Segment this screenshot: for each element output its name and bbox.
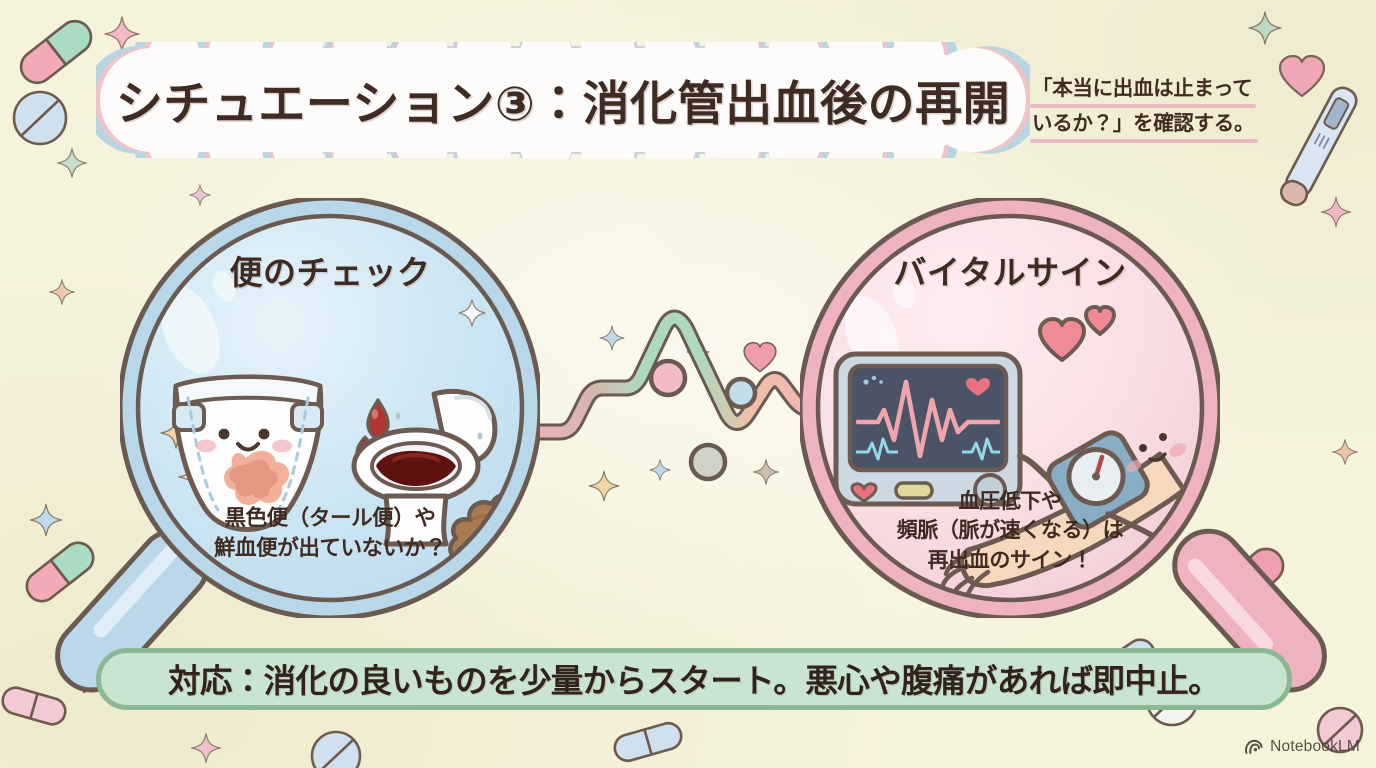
note-line-1: 「本当に出血は止まって — [1029, 72, 1257, 109]
connector-node — [648, 358, 688, 398]
panel-body-line-3: 再出血のサイン！ — [927, 549, 1093, 573]
page-title: シチュエーション③：消化管出血後の再開 — [115, 76, 1011, 130]
lens-highlight — [160, 286, 220, 374]
connector-node — [688, 442, 728, 482]
thermometer-icon — [1279, 86, 1358, 207]
title-banner: シチュエーション③：消化管出血後の再開 — [83, 20, 1043, 180]
watermark-label: NotebookLM — [1270, 738, 1360, 755]
notebooklm-logo-icon — [1245, 739, 1263, 754]
magnifier-vital-signs: バイタルサイン 血圧低下や 頻脈（脈が速くなる）は 再出血のサイン！ — [800, 198, 1220, 618]
confirmation-note: 「本当に出血は止まって いるか？」を確認する。 — [1029, 72, 1284, 144]
lens-highlight — [892, 279, 916, 309]
heart-icon — [1038, 305, 1116, 362]
panel-body-line-1: 血圧低下や — [958, 489, 1062, 513]
lens-rim-right — [800, 198, 1220, 618]
panel-heading-stool: 便のチェック — [229, 254, 431, 291]
magnifier-handle-left — [55, 528, 210, 693]
panel-body-line-1: 黒色便（タール便）や — [224, 505, 436, 530]
vital-monitor-icon — [833, 351, 1023, 507]
note-line-2: いるか？」を確認する。 — [1029, 107, 1259, 144]
magnifier-handle-right — [1172, 528, 1327, 693]
magnifier-stool-check: 便のチェック 黒色便（タール便）や 鮮血便が出ていないか？ — [120, 198, 540, 618]
lens-rim-left — [120, 198, 540, 618]
watermark: NotebookLM — [1244, 738, 1360, 756]
panel-body-line-2: 鮮血便が出ていないか？ — [213, 536, 447, 561]
action-banner-text: 対応：消化の良いものを少量からスタート。悪心や腹痛があれば即中止。 — [167, 662, 1221, 699]
lens-highlight — [212, 270, 236, 302]
toilet-icon — [351, 389, 498, 547]
panel-body-line-2: 頻脈（脈が速くなる）は — [896, 519, 1124, 543]
diaper-icon — [172, 374, 324, 532]
panel-body-vitals: 血圧低下や 頻脈（脈が速くなる）は 再出血のサイン！ — [814, 487, 1206, 576]
action-banner: 対応：消化の良いものを少量からスタート。悪心や腹痛があれば即中止。 — [96, 648, 1292, 710]
panel-body-stool: 黒色便（タール便）や 鮮血便が出ていないか？ — [134, 503, 526, 564]
panel-heading-vitals: バイタルサイン — [893, 254, 1127, 291]
connector-node — [724, 376, 758, 410]
